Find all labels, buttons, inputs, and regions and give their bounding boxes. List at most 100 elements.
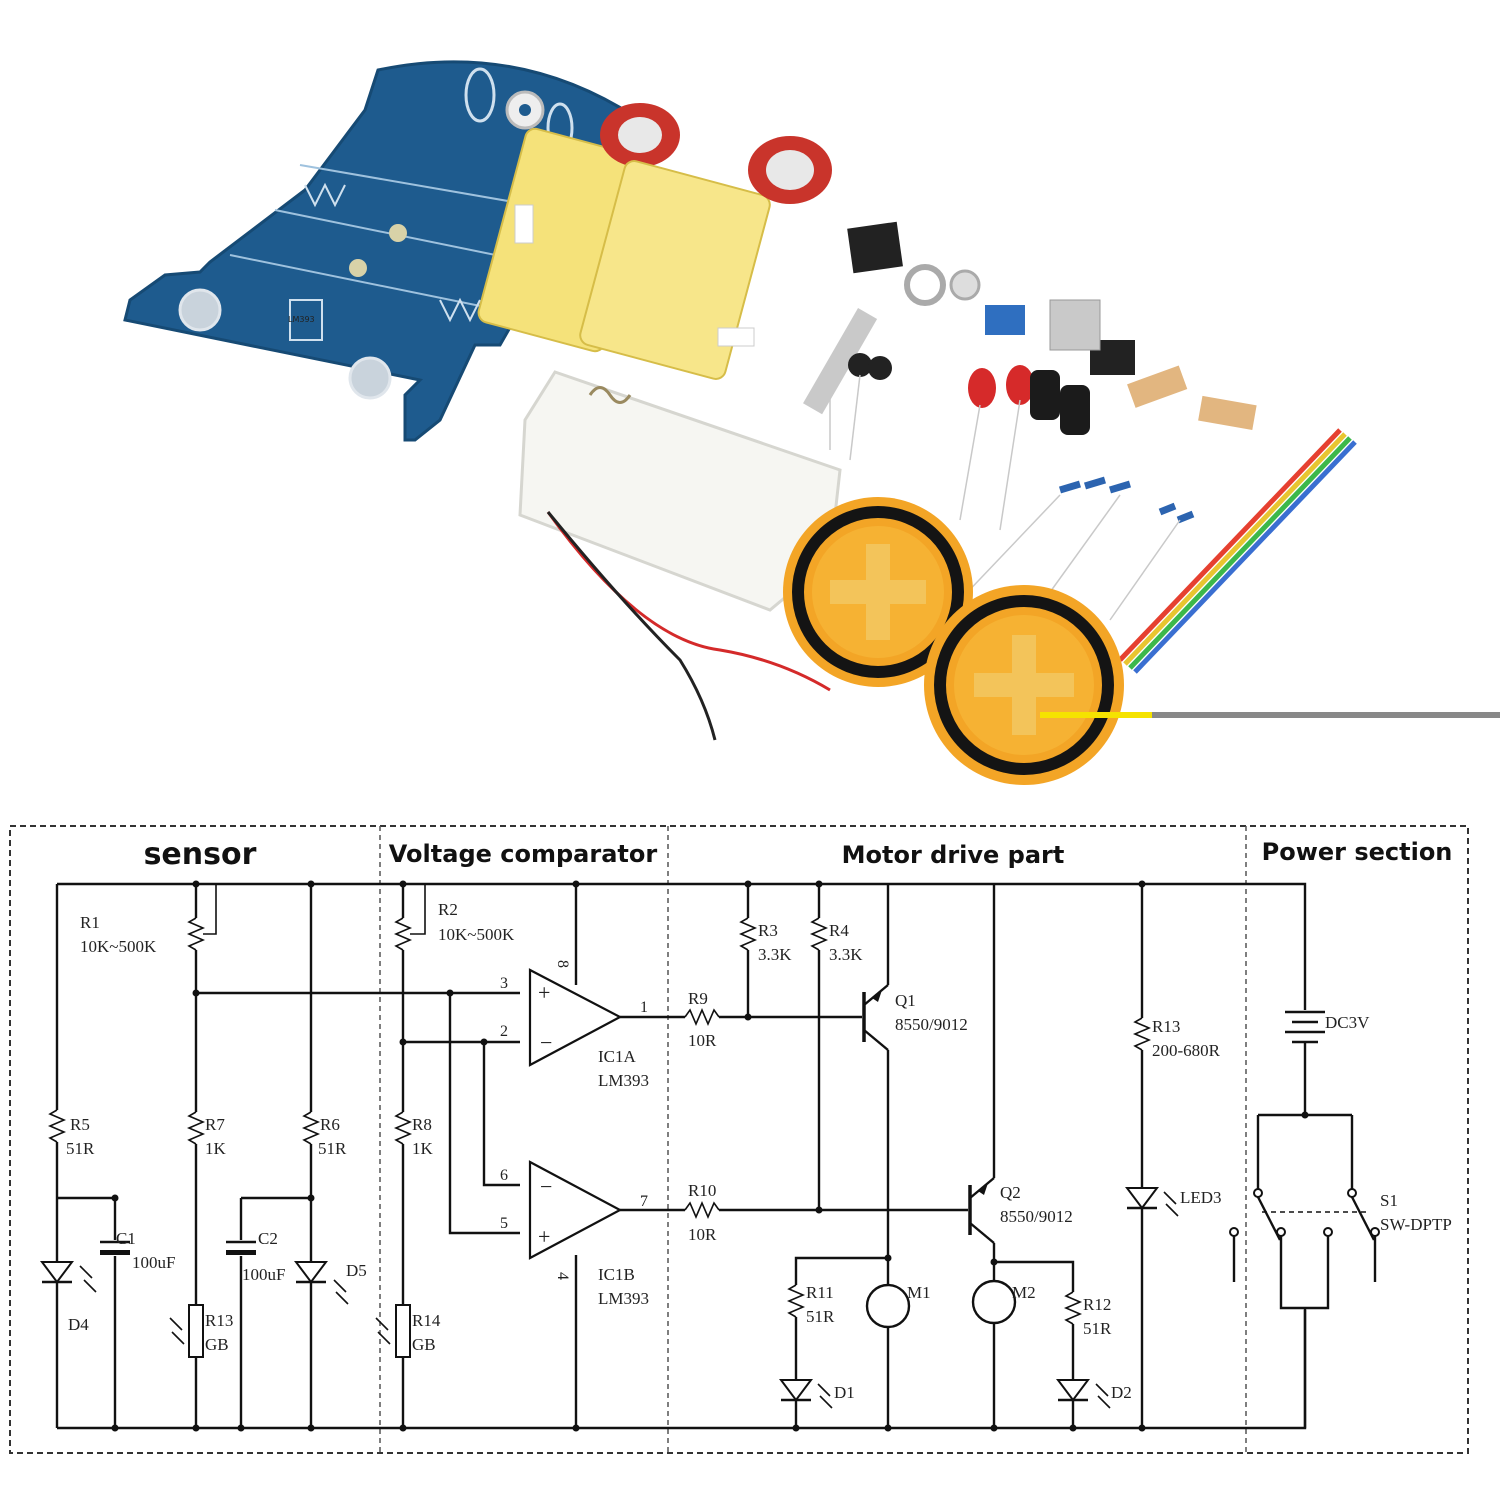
branch-r5-d4: [40, 884, 130, 1428]
battery-holder: [518, 370, 842, 741]
r8-label: R8: [412, 1115, 432, 1134]
ic1b-label: IC1B: [598, 1265, 635, 1284]
pin-8: 8: [554, 960, 571, 968]
r5-value: 51R: [66, 1139, 95, 1158]
robot-kit-illustration: LM393: [123, 60, 1500, 785]
r14-value: GB: [412, 1335, 436, 1354]
r2-value: 10K~500K: [438, 925, 515, 944]
pin-2: 2: [500, 1023, 508, 1040]
schematic-diagram: sensor Voltage comparator Motor drive pa…: [9, 825, 1469, 1454]
gear-motor-right: [579, 136, 832, 380]
resistor-r4: [809, 884, 829, 1214]
r1-value: 10K~500K: [80, 937, 157, 956]
r1-label: R1: [80, 913, 100, 932]
vcc-rail: [57, 882, 1307, 1010]
q2-label: Q2: [1000, 1183, 1021, 1202]
r7-value: 1K: [205, 1139, 227, 1158]
pin-1: 1: [640, 999, 648, 1016]
gray-bar: [1150, 712, 1500, 718]
product-photo: LM393: [123, 60, 1500, 785]
resistor-r9: [684, 1007, 862, 1027]
r11-value: 51R: [806, 1307, 835, 1326]
r4-value: 3.3K: [829, 945, 863, 964]
pin-4: 4: [554, 1272, 571, 1280]
c1-label: C1: [116, 1229, 136, 1248]
pcb-board: LM393: [123, 60, 642, 442]
r3-label: R3: [758, 921, 778, 940]
r4-label: R4: [829, 921, 849, 940]
circuit-schematic: sensor Voltage comparator Motor drive pa…: [0, 800, 1500, 1500]
section-title-sensor: sensor: [144, 837, 257, 872]
resistor-r3: [738, 884, 758, 1021]
branch-r11-d1: [779, 1254, 892, 1428]
svg-text:+: +: [538, 1224, 550, 1249]
comparator-wiring: [399, 884, 578, 1428]
m1-label: M1: [907, 1283, 931, 1302]
r13-ldr-label: R13: [205, 1311, 233, 1330]
wheel-left: [783, 497, 973, 687]
r9-label: R9: [688, 989, 708, 1008]
ground-rail: [57, 1310, 1307, 1430]
r3-value: 3.3K: [758, 945, 792, 964]
c2-value: 100uF: [242, 1265, 285, 1284]
pin-6: 6: [500, 1167, 508, 1184]
r5-label: R5: [70, 1115, 90, 1134]
led3-label: LED3: [1180, 1188, 1222, 1207]
ic1b-part: LM393: [598, 1289, 649, 1308]
r11-label: R11: [806, 1283, 834, 1302]
c1-value: 100uF: [132, 1253, 175, 1272]
q2-part: 8550/9012: [1000, 1207, 1073, 1226]
q1-label: Q1: [895, 991, 916, 1010]
r9-value: 10R: [688, 1031, 717, 1050]
small-components: [803, 221, 1257, 621]
pin-3: 3: [500, 975, 508, 992]
r6-value: 51R: [318, 1139, 347, 1158]
r8-value: 1K: [412, 1139, 434, 1158]
r14-label: R14: [412, 1311, 441, 1330]
motor-m1: [865, 1283, 911, 1428]
potentiometer-r1: [169, 884, 217, 1428]
junction-dots: [111, 880, 1146, 1432]
branch-r13-led3: [1125, 884, 1179, 1428]
r6-label: R6: [320, 1115, 340, 1134]
r13-label: R13: [1152, 1017, 1180, 1036]
section-title-power: Power section: [1262, 838, 1453, 866]
r2-label: R2: [438, 900, 458, 919]
transistor-q2: [968, 884, 996, 1280]
ic1a-label: IC1A: [598, 1047, 637, 1066]
pin-7: 7: [640, 1193, 648, 1210]
pin-5: 5: [500, 1215, 508, 1232]
r12-label: R12: [1083, 1295, 1111, 1314]
r10-label: R10: [688, 1181, 716, 1200]
potentiometer-r2: [375, 884, 426, 1428]
switch-s1: [1229, 1113, 1380, 1428]
svg-text:−: −: [540, 1030, 552, 1055]
battery-dc3v: [1285, 1010, 1325, 1119]
dc-label: DC3V: [1325, 1013, 1370, 1032]
d5-label: D5: [346, 1261, 367, 1280]
svg-text:+: +: [538, 980, 550, 1005]
r10-value: 10R: [688, 1225, 717, 1244]
r12-value: 51R: [1083, 1319, 1112, 1338]
c2-label: C2: [258, 1229, 278, 1248]
comparator-ic1a: + −: [528, 968, 685, 1067]
d4-label: D4: [68, 1315, 89, 1334]
resistor-r10: [684, 1200, 968, 1220]
comparator-ic1b: − +: [528, 1160, 685, 1260]
wheel-right: [924, 585, 1124, 785]
d1-label: D1: [834, 1383, 855, 1402]
ribbon-cable: [1118, 428, 1357, 674]
branch-r12-d2: [990, 1258, 1111, 1428]
m2-label: M2: [1012, 1283, 1036, 1302]
section-title-motor-drive: Motor drive part: [842, 841, 1065, 869]
yellow-bar: [1040, 712, 1152, 718]
motor-m2: [971, 1279, 1017, 1428]
svg-text:−: −: [540, 1174, 552, 1199]
s1-part: SW-DPTP: [1380, 1215, 1452, 1234]
r13-value: 200-680R: [1152, 1041, 1221, 1060]
transistor-q1: [862, 884, 890, 1285]
schematic-frame: [9, 825, 1469, 1454]
d2-label: D2: [1111, 1383, 1132, 1402]
r13-ldr-value: GB: [205, 1335, 229, 1354]
section-title-comparator: Voltage comparator: [389, 840, 658, 868]
